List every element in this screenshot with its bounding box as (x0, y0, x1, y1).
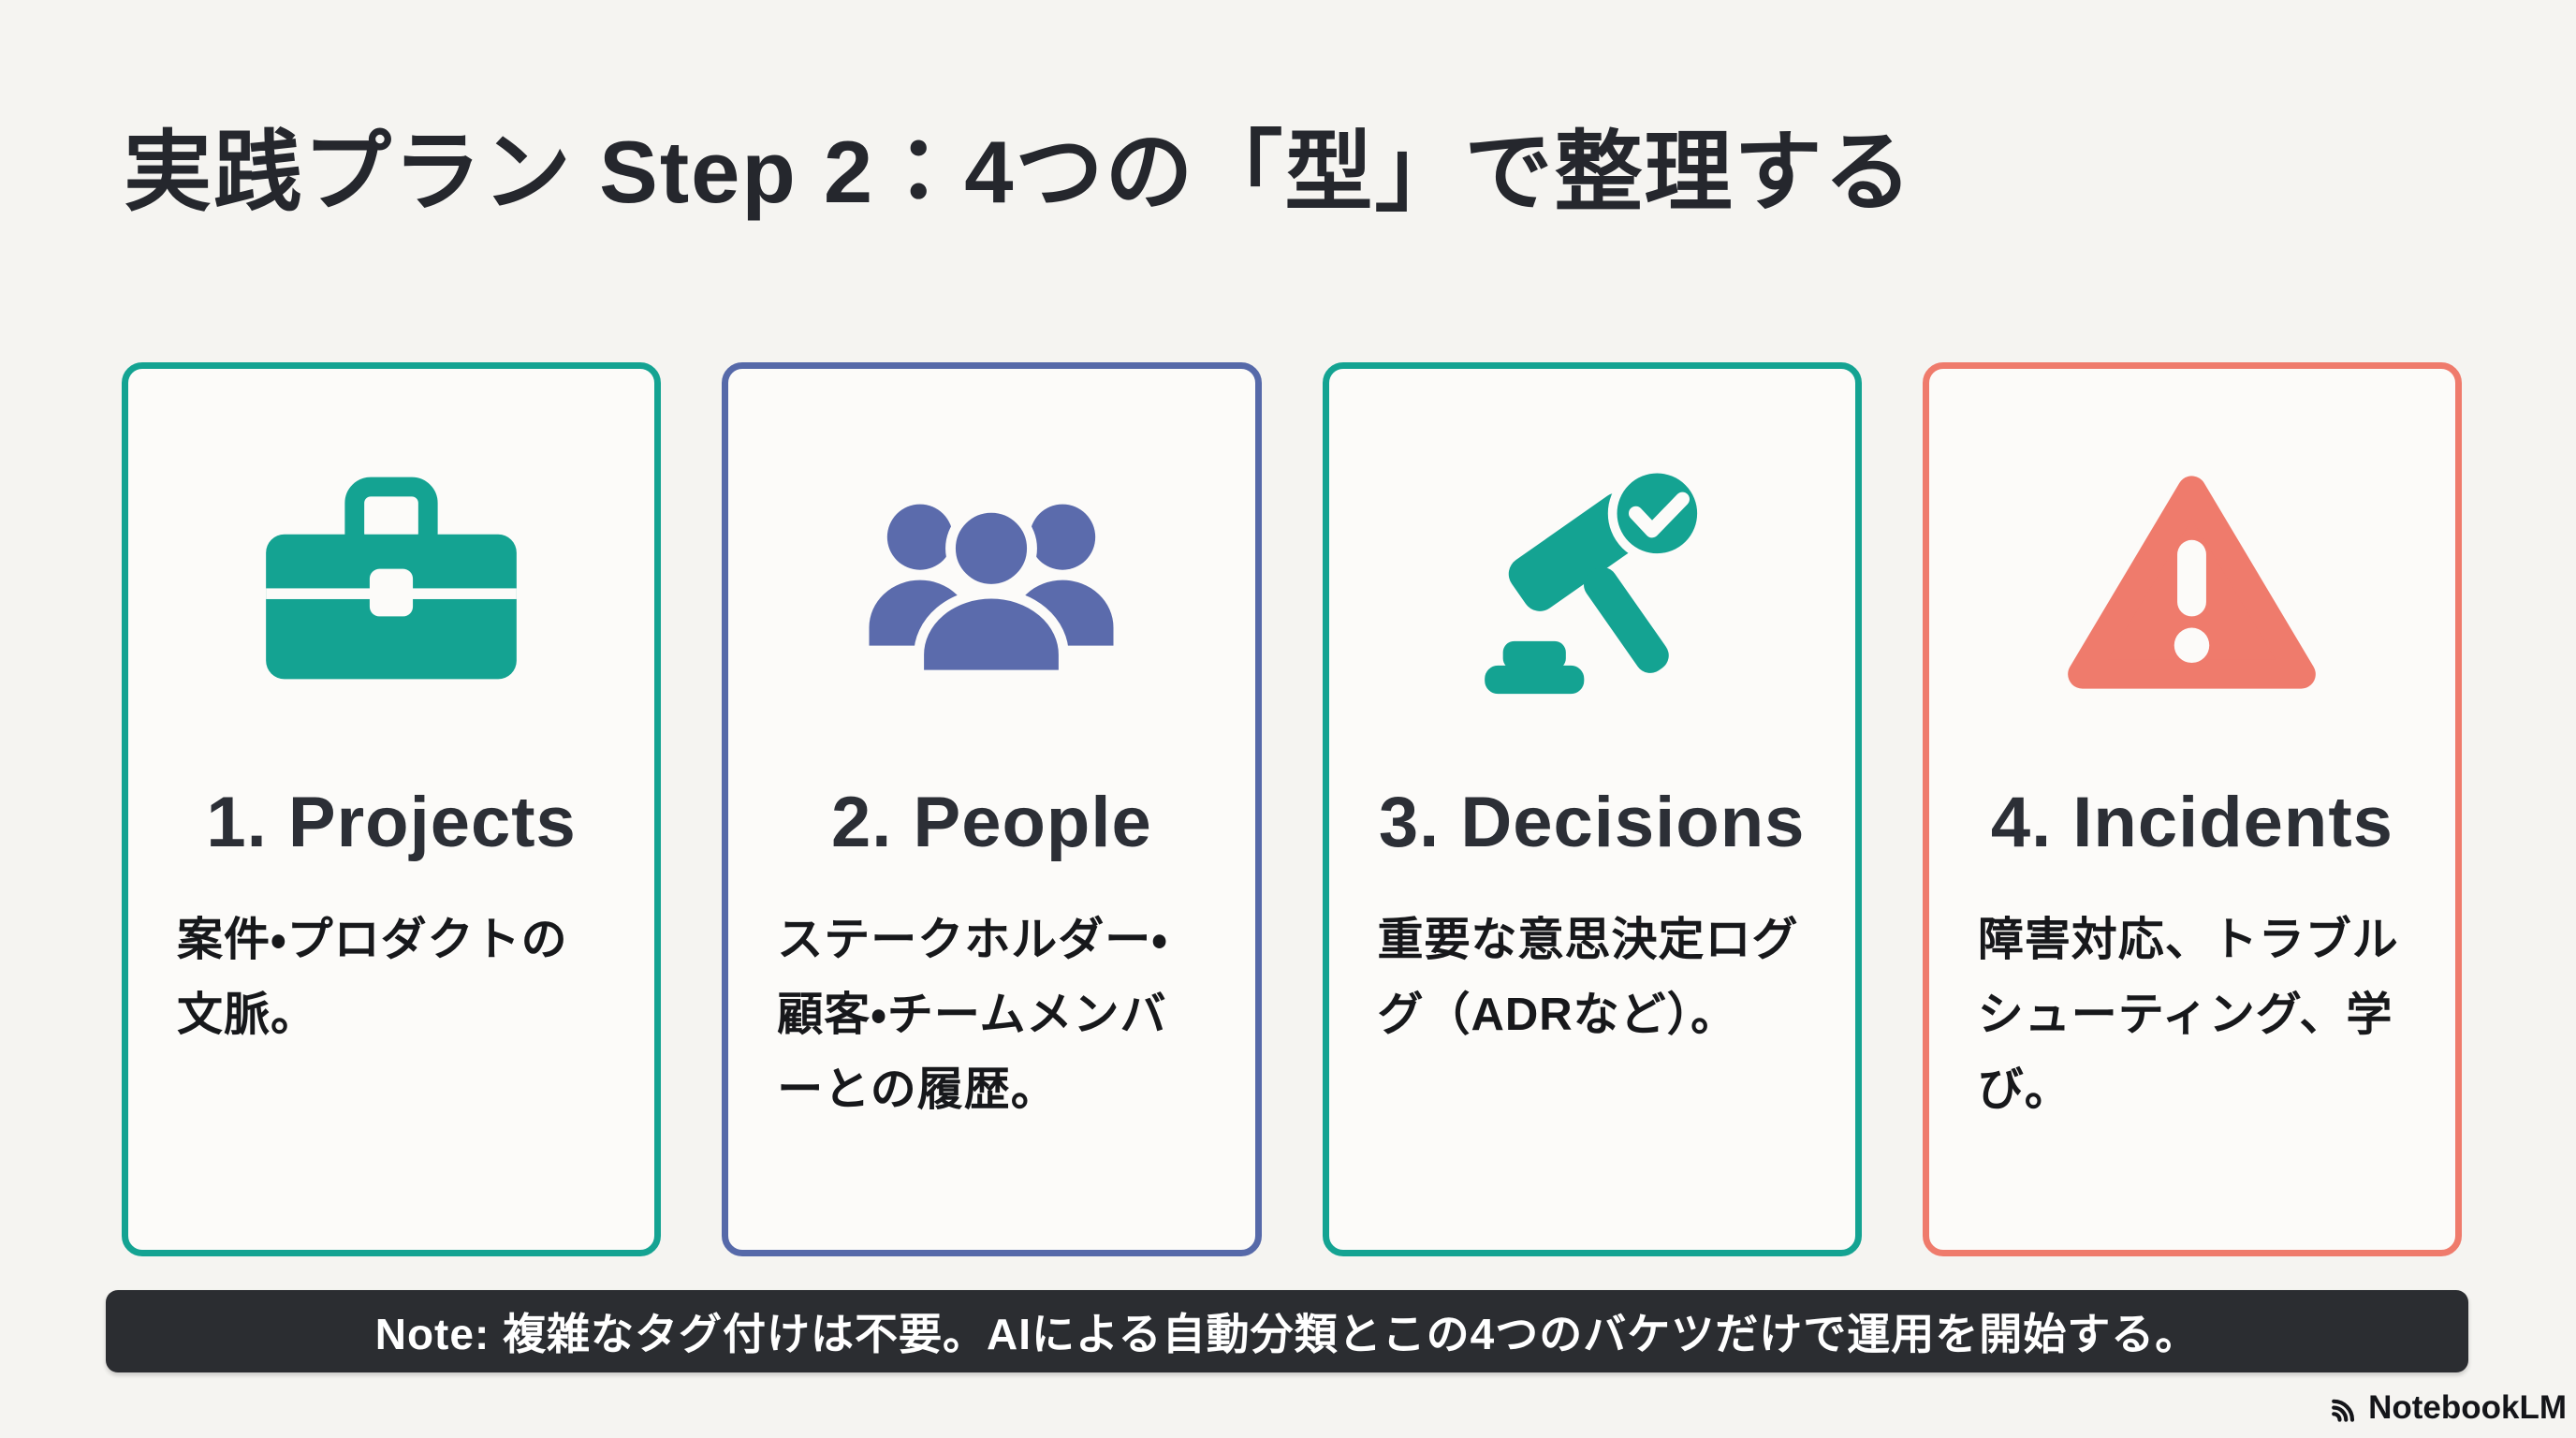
card-heading: 1. Projects (206, 783, 577, 862)
briefcase-icon (251, 462, 532, 701)
page-title: 実践プラン Step 2：4つの「型」で整理する (124, 123, 1914, 221)
card-body: 案件・プロダクトの 文脈。 (177, 915, 568, 1040)
brand-name: NotebookLM (2368, 1389, 2567, 1426)
card-body: ステークホルダー・ 顧客・チームメンバ ーとの履歴。 (777, 915, 1168, 1115)
card-heading: 3. Decisions (1378, 783, 1806, 862)
notebooklm-logo-icon (2327, 1391, 2361, 1425)
gavel-check-icon (1471, 462, 1714, 701)
card-incidents: 4. Incidents 障害対応、トラブル シューティング、学 び。 (1922, 362, 2462, 1256)
card-projects: 1. Projects 案件・プロダクトの 文脈。 (122, 362, 662, 1256)
warning-triangle-icon (2068, 462, 2317, 701)
people-icon (856, 462, 1127, 701)
card-heading: 2. People (831, 783, 1152, 862)
card-heading: 4. Incidents (1990, 783, 2393, 862)
brand-footer: NotebookLM (2327, 1389, 2567, 1427)
card-decisions: 3. Decisions 重要な意思決定ログ グ（ADRなど）。 (1322, 362, 1862, 1256)
card-body: 重要な意思決定ログ グ（ADRなど）。 (1377, 915, 1799, 1040)
note-bar: Note: 複雑なタグ付けは不要。AIによる自動分類とこの4つのバケツだけで運用… (106, 1290, 2468, 1372)
cards-row: 1. Projects 案件・プロダクトの 文脈。 2. People ステーク… (122, 362, 2462, 1256)
card-body: 障害対応、トラブル シューティング、学 び。 (1977, 915, 2399, 1115)
note-text: Note: 複雑なタグ付けは不要。AIによる自動分類とこの4つのバケツだけで運用… (374, 1310, 2200, 1358)
card-people: 2. People ステークホルダー・ 顧客・チームメンバ ーとの履歴。 (722, 362, 1262, 1256)
